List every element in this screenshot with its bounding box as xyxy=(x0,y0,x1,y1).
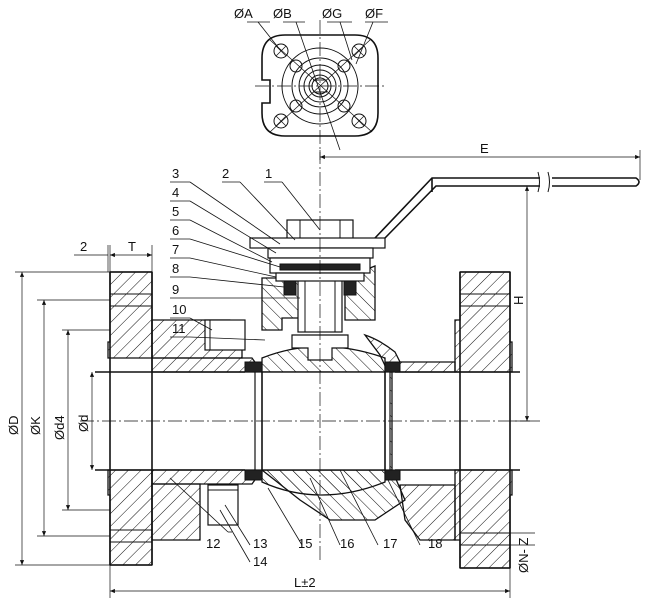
part-3: 3 xyxy=(172,166,179,181)
part-11: 11 xyxy=(172,321,186,336)
part-13: 13 xyxy=(253,536,267,551)
dim-T: T xyxy=(128,239,136,254)
dim-d4: Ød4 xyxy=(52,415,67,440)
valve-body xyxy=(80,150,530,569)
part-15: 15 xyxy=(298,536,312,551)
dim-d: Ød xyxy=(76,415,91,432)
part-9: 9 xyxy=(172,282,179,297)
part-12: 12 xyxy=(206,536,220,551)
label-G: ØG xyxy=(322,6,342,21)
part-16: 16 xyxy=(340,536,354,551)
label-F: ØF xyxy=(365,6,383,21)
dim-K: ØK xyxy=(28,416,43,435)
dim-D: ØD xyxy=(6,416,21,436)
dimension-lines xyxy=(15,150,641,598)
label-A: ØA xyxy=(234,6,253,21)
part-6: 6 xyxy=(172,223,179,238)
dim-L: L±2 xyxy=(294,575,316,590)
top-view xyxy=(247,20,388,160)
part-14: 14 xyxy=(253,554,267,569)
part-4: 4 xyxy=(172,185,179,200)
part-18: 18 xyxy=(428,536,442,551)
part-7: 7 xyxy=(172,242,179,257)
handle-lever xyxy=(374,171,640,239)
dim-N-Z: ØN- Z xyxy=(516,538,531,573)
part-1: 1 xyxy=(265,166,272,181)
dim-H: H xyxy=(511,296,526,305)
part-10: 10 xyxy=(172,302,186,317)
part-5: 5 xyxy=(172,204,179,219)
label-B: ØB xyxy=(273,6,292,21)
dim-E: E xyxy=(480,141,489,156)
dim-2: 2 xyxy=(80,239,87,254)
part-2: 2 xyxy=(222,166,229,181)
part-leaders xyxy=(169,181,421,563)
part-17: 17 xyxy=(383,536,397,551)
part-8: 8 xyxy=(172,261,179,276)
